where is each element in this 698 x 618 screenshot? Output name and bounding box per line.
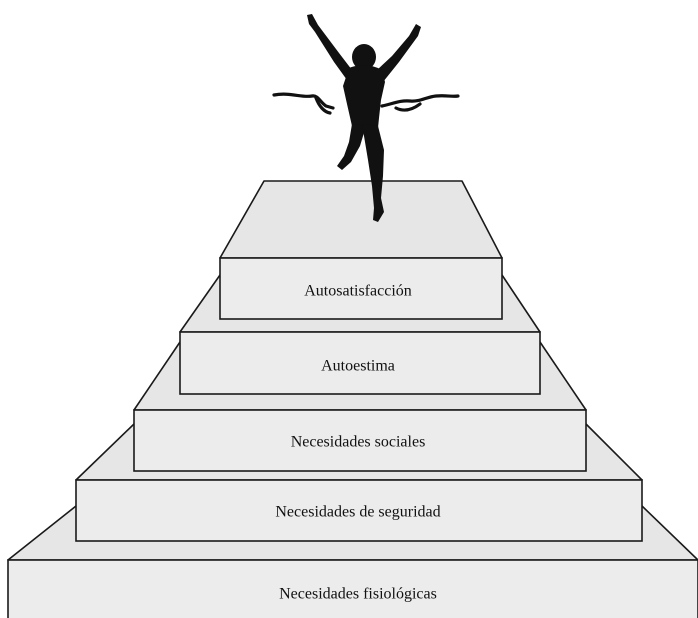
level-4-label: Autoestima — [321, 358, 395, 375]
level-5-top-face — [219, 180, 503, 259]
level-5-front-face — [219, 257, 503, 320]
pyramid-level-5: Autosatisfacción — [219, 180, 503, 320]
level-4-front-face — [179, 331, 541, 395]
runner-finish-line-icon — [272, 14, 460, 222]
level-1-label: Necesidades fisiológicas — [279, 586, 437, 603]
level-3-label: Necesidades sociales — [291, 434, 426, 451]
level-2-front-face — [75, 479, 643, 542]
level-1-front-face — [7, 559, 698, 618]
level-3-front-face — [133, 409, 587, 472]
level-2-label: Necesidades de seguridad — [275, 504, 440, 521]
level-5-label: Autosatisfacción — [304, 283, 412, 300]
